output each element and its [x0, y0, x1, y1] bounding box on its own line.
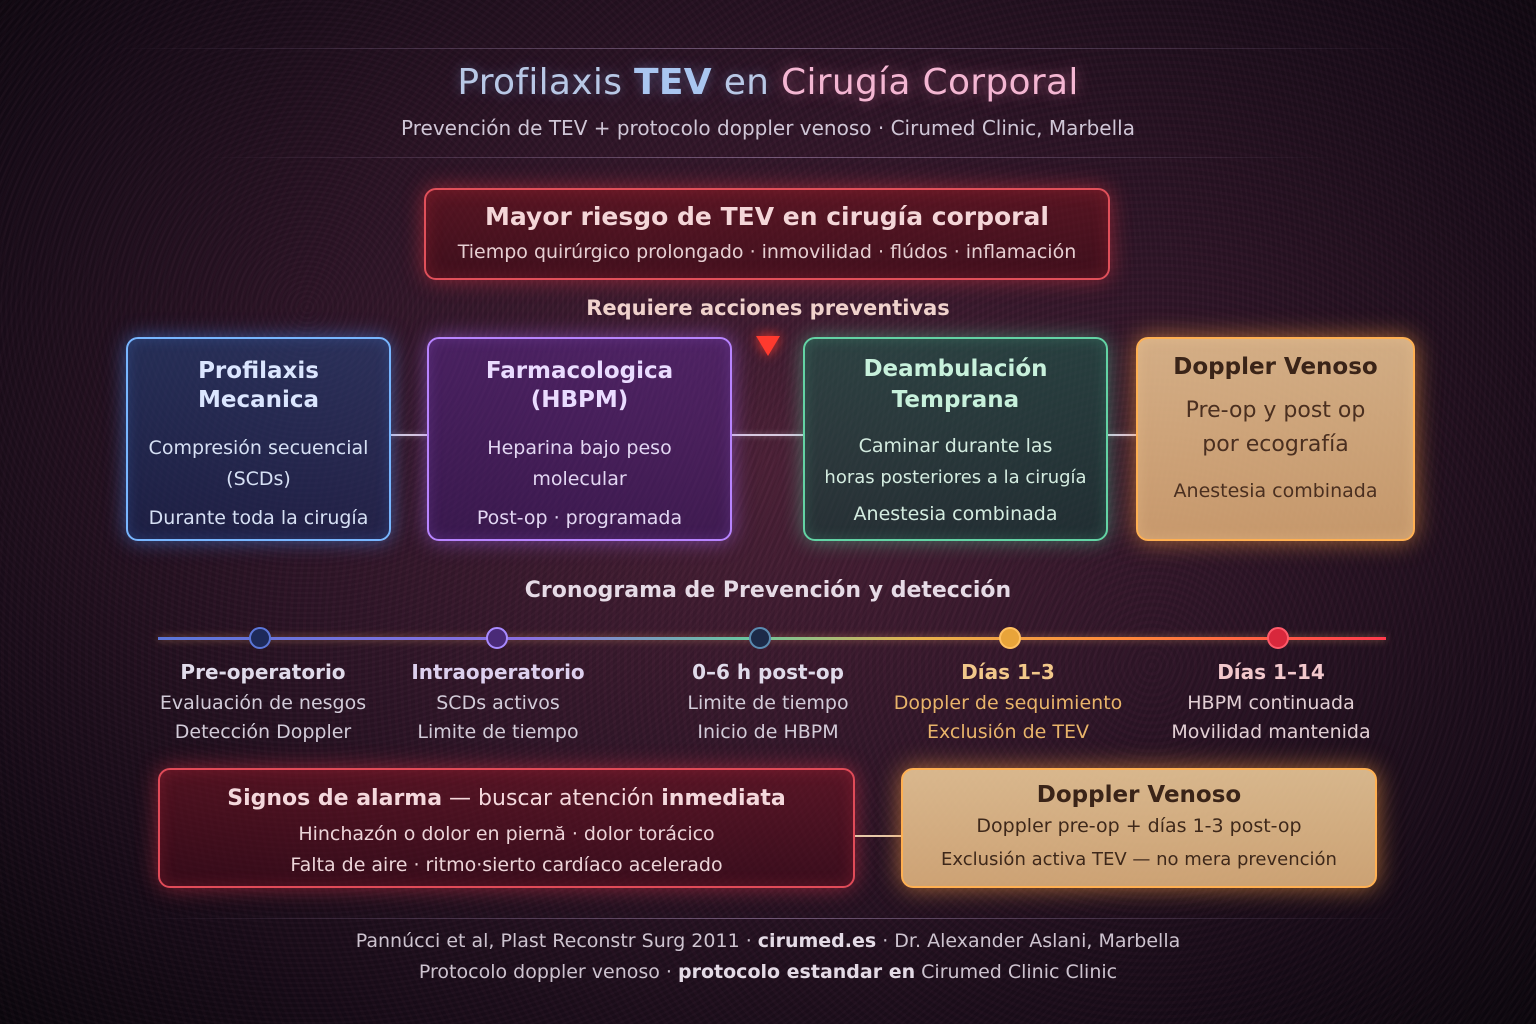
title-word-en: en [723, 62, 770, 103]
phase-line2: Exclusión de TEV [927, 721, 1089, 743]
footer-rule [130, 918, 1406, 919]
footer-author: · Dr. Alexander Aslani, Marbella [876, 930, 1181, 952]
phase-name: 0–6 h post-op [692, 660, 844, 684]
card-title-line2: (HBPM) [530, 387, 629, 413]
down-arrow-icon [756, 336, 780, 356]
card-title-line2: Temprana [891, 387, 1020, 413]
risk-title: Mayor riesgo de TEV en cirugía corporal [485, 202, 1049, 231]
page-subtitle: Prevención de TEV + protocolo doppler ve… [401, 116, 1135, 140]
title-word-cirugia: Cirugía Corporal [781, 62, 1079, 103]
footer-citation-text: Pannúcci et al, Plast Reconstr Surg 2011… [355, 930, 758, 952]
connector-1-2 [391, 434, 427, 436]
phase-line2: Movilidad mantenida [1171, 721, 1371, 743]
card-text-line3: Anestesia combinada [1173, 480, 1378, 502]
title-word-tev: TEV [634, 62, 712, 103]
card-text-line2: molecular [532, 468, 627, 490]
card-text-line1: Heparina bajo peso [487, 437, 672, 459]
phase-0-6h: 0–6 h post-op Limite de tiempo Inicio de… [648, 659, 888, 747]
footer-website-link[interactable]: cirumed.es [757, 930, 877, 952]
card-deambulacion: Deambulación Temprana Caminar durante la… [803, 337, 1108, 541]
footer-protocol-c: Cirumed Clinic Clinic [915, 961, 1118, 983]
card-doppler-venoso: Doppler Venoso Pre-op y post op por ecog… [1136, 337, 1415, 541]
phase-name: Días 1–14 [1217, 660, 1325, 684]
timeline-dot-intraop [486, 627, 508, 649]
phase-line1: Evaluación de nesgos [159, 692, 367, 714]
doppler-box-title: Doppler Venoso [1036, 782, 1242, 808]
risk-box: Mayor riesgo de TEV en cirugía corporal … [424, 188, 1110, 280]
alarm-line2: Falta de aire · ritmo·sierto cardíaco ac… [290, 854, 723, 876]
phase-intraop: Intraoperatorio SCDs activos Limite de t… [378, 659, 618, 747]
timeline-dot-dias-1-3 [999, 627, 1021, 649]
header-rule [200, 157, 1336, 158]
alarm-box: Signos de alarma — buscar atención inmed… [158, 768, 855, 888]
footer-protocol-a: Protocolo doppler venoso · [418, 961, 679, 983]
alarm-title: Signos de alarma — buscar atención inmed… [160, 786, 853, 811]
alarm-line1: Hinchazón o dolor en piernă · dolor torá… [298, 823, 715, 845]
card-text-line3: Durante toda la cirugía [148, 507, 369, 529]
phase-preop: Pre-operatorio Evaluación de nesgos Dete… [143, 659, 383, 747]
timeline-line [158, 637, 1386, 640]
card-text-line1: Pre-op y post op [1185, 398, 1366, 423]
alarm-title-mid: — buscar atención [442, 786, 662, 811]
card-title-line1: Profilaxis [198, 358, 319, 384]
card-profilaxis-mecanica: Profilaxis Mecanica Compresión secuencia… [126, 337, 391, 541]
doppler-box: Doppler Venoso Doppler pre-op + días 1-3… [901, 768, 1377, 888]
timeline-dot-dias-1-14 [1267, 627, 1289, 649]
phase-name: Días 1–3 [961, 660, 1055, 684]
timeline-title: Cronograma de Prevención y detección [524, 578, 1012, 603]
timeline-dot-preop [249, 627, 271, 649]
card-text-line2: (SCDs) [226, 468, 291, 490]
footer-protocol-b: protocolo estandar en [678, 961, 916, 983]
phase-line1: SCDs activos [436, 692, 560, 714]
phase-line1: Limite de tiempo [687, 692, 849, 714]
card-farmacologica: Farmacologica (HBPM) Heparina bajo peso … [427, 337, 732, 541]
card-title-line1: Deambulación [863, 356, 1048, 382]
alarm-title-bold1: Signos de alarma [227, 786, 443, 811]
doppler-box-line1: Doppler pre-op + días 1-3 post-op [976, 815, 1302, 837]
footer-citation: Pannúcci et al, Plast Reconstr Surg 2011… [0, 930, 1536, 952]
alarm-title-bold2: inmediata [661, 786, 786, 811]
card-title-line2: Mecanica [197, 387, 320, 413]
top-rule [110, 48, 1426, 49]
phase-line2: Detección Doppler [174, 721, 352, 743]
card-title-line1: Farmacologica [485, 358, 674, 384]
phase-line1: HBPM continuada [1187, 692, 1355, 714]
timeline-dot-0-6h [749, 627, 771, 649]
card-text-line3: Post-op · programada [476, 507, 683, 529]
card-text-line1: Compresión secuencial [148, 437, 369, 459]
title-word-profilaxis: Profilaxis [457, 62, 623, 103]
connector-alarm-doppler [855, 835, 901, 837]
connector-2-3 [732, 434, 803, 436]
doppler-box-line2: Exclusión activa TEV — no mera prevenció… [941, 849, 1337, 870]
risk-factors: Tiempo quirúrgico prolongado · inmovilid… [457, 241, 1077, 263]
card-title-line1: Doppler Venoso [1173, 354, 1378, 380]
phase-line1: Doppler de sequimiento [893, 692, 1123, 714]
card-text-line2: horas posteriores a la cirugía [824, 467, 1087, 488]
card-text-line2: por ecografía [1202, 432, 1349, 457]
requires-label: Requiere acciones preventivas [586, 296, 950, 320]
card-text-line1: Caminar durante las [858, 435, 1053, 457]
phase-dias-1-14: Días 1–14 HBPM continuada Movilidad mant… [1151, 659, 1391, 747]
phase-dias-1-3: Días 1–3 Doppler de sequimiento Exclusió… [888, 659, 1128, 747]
footer-protocol: Protocolo doppler venoso · protocolo est… [0, 961, 1536, 983]
phase-name: Intraoperatorio [411, 660, 585, 684]
phase-name: Pre-operatorio [180, 660, 346, 684]
card-text-line3: Anestesia combinada [853, 503, 1058, 525]
phase-line2: Inicio de HBPM [697, 721, 839, 743]
connector-3-4 [1108, 434, 1136, 436]
page-title: Profilaxis TEV en Cirugía Corporal [0, 62, 1536, 103]
phase-line2: Limite de tiempo [417, 721, 579, 743]
